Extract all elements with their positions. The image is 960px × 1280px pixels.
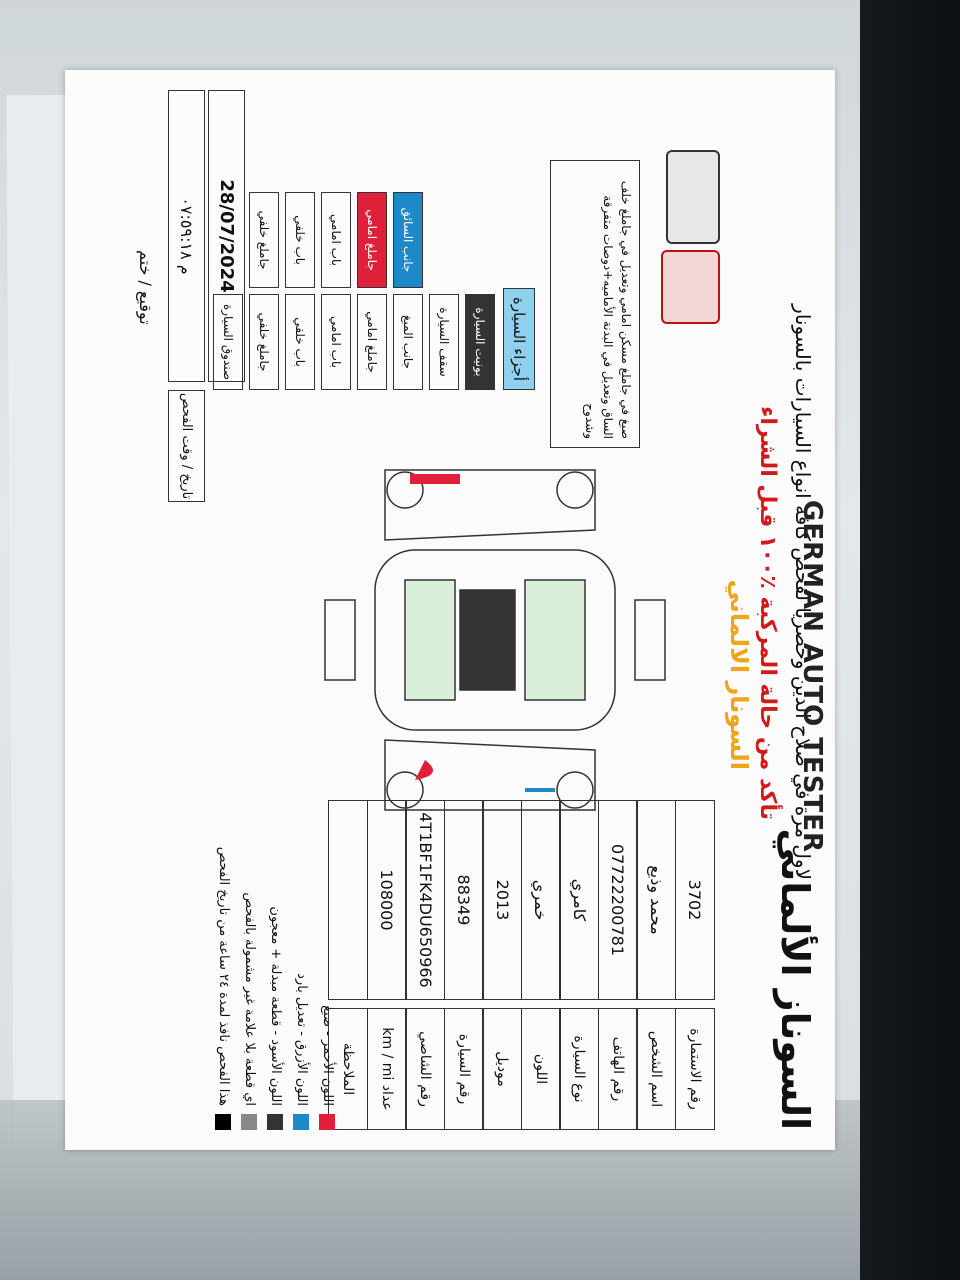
wheel-icon [556, 771, 594, 809]
part-cell: جاملغ امامي [357, 192, 387, 288]
part-cell: جاملغ خلفي [249, 294, 279, 390]
info-label: رقم الشاصي [405, 1008, 446, 1130]
windshield-rear [404, 579, 456, 701]
part-cell: باب امامي [321, 192, 351, 288]
part-cell [359, 90, 387, 186]
part-cell [467, 90, 495, 186]
legend-text: اللون الأسود - قطعة مبدلة + معجون [268, 906, 283, 1106]
legend-swatch [267, 1114, 283, 1130]
red-paint-mark [410, 474, 460, 484]
wheel-icon [386, 771, 424, 809]
part-cell: باب امامي [321, 294, 351, 390]
info-label: عداد km / mi [367, 1008, 407, 1130]
info-label: رقم الاستمارة [675, 1008, 715, 1130]
notes-box: صبغ في جاملغ مسكن امامي وتعديل في جاملغ … [550, 160, 640, 448]
signature-label: توقيع / ختم [136, 250, 155, 325]
legend-item: اي قطعة بلا علامة غير مشمولة بالفحص [236, 690, 262, 1130]
part-cell: باب خلفي [285, 294, 315, 390]
info-label: نوع السيارة [559, 1008, 600, 1130]
part-cell: بونيت السيارة [465, 294, 495, 390]
part-cell [323, 90, 351, 186]
rear-bumper-outline [324, 599, 356, 681]
date-time-label: تاريخ / وقت الفحص [168, 390, 205, 502]
part-cell: سقف السيارة [429, 294, 459, 390]
info-label: موديل [482, 1008, 523, 1130]
part-cell [251, 90, 279, 186]
diagnostic-tablet-icon [666, 150, 720, 244]
sheet-header: السوناز الألماني لاول مرة في صلاح الدين … [725, 70, 835, 1150]
part-cell: باب خلفي [285, 192, 315, 288]
warning-orange-text: السونار الالماني [725, 579, 753, 770]
part-cell: جانب المبغ [393, 294, 423, 390]
wheel-icon [556, 471, 594, 509]
inspection-time: م ٠٧:٥٩:١٨ [168, 90, 205, 382]
legend-text: هذا الفحص نافذ لمدة ٢٤ ساعة من تاريخ الف… [216, 846, 231, 1106]
inspection-date: 28/07/2024 [208, 90, 245, 382]
red-paint-mark [415, 760, 433, 780]
legend-swatch [215, 1114, 231, 1130]
windshield-front [524, 579, 586, 701]
info-label: رقم السيارة [444, 1008, 484, 1130]
part-cell [467, 192, 495, 288]
part-cell [395, 90, 423, 186]
part-cell [431, 192, 459, 288]
legend-item: هذا الفحص نافذ لمدة ٢٤ ساعة من تاريخ الف… [210, 690, 236, 1130]
info-label: اللون [521, 1008, 561, 1130]
part-cell [287, 90, 315, 186]
roof-panel-marked [459, 589, 516, 691]
info-label: رقم الهاتف [598, 1008, 638, 1130]
warning-red-text: تأكد من حالة المركبة ٪١٠٠ قبل الشراء [755, 406, 780, 820]
parts-title: أجزاء السيارة [503, 288, 535, 390]
inspection-sheet-container: السوناز الألماني لاول مرة في صلاح الدين … [50, 60, 840, 1170]
info-label: اسم الشخص [636, 1008, 677, 1130]
inspection-sheet: السوناز الألماني لاول مرة في صلاح الدين … [65, 70, 835, 1150]
legend-swatch [319, 1114, 335, 1130]
legend-swatch [293, 1114, 309, 1130]
part-cell: جاملغ خلفي [249, 192, 279, 288]
diagnostic-scanner-icon [661, 250, 720, 324]
front-bumper-outline [634, 599, 666, 681]
legend-item: اللون الأسود - قطعة مبدلة + معجون [262, 690, 288, 1130]
legend-text: اللون الأزرق - تعديل بارد [294, 973, 309, 1106]
part-cell [431, 90, 459, 186]
car-body-outline [374, 549, 616, 731]
legend-text: اللون الأحمر - صبغ [320, 1005, 335, 1106]
wheel-icon [386, 471, 424, 509]
part-cell: جانب السائق [393, 192, 423, 288]
right-side-outline [384, 739, 596, 811]
car-damage-diagram [324, 469, 666, 811]
part-cell: جاملغ امامي [357, 294, 387, 390]
brand-english: GERMAN AUTO TESTER [797, 500, 827, 853]
legend-text: اي قطعة بلا علامة غير مشمولة بالفحص [242, 892, 257, 1106]
left-side-outline [384, 469, 596, 541]
legend-swatch [241, 1114, 257, 1130]
